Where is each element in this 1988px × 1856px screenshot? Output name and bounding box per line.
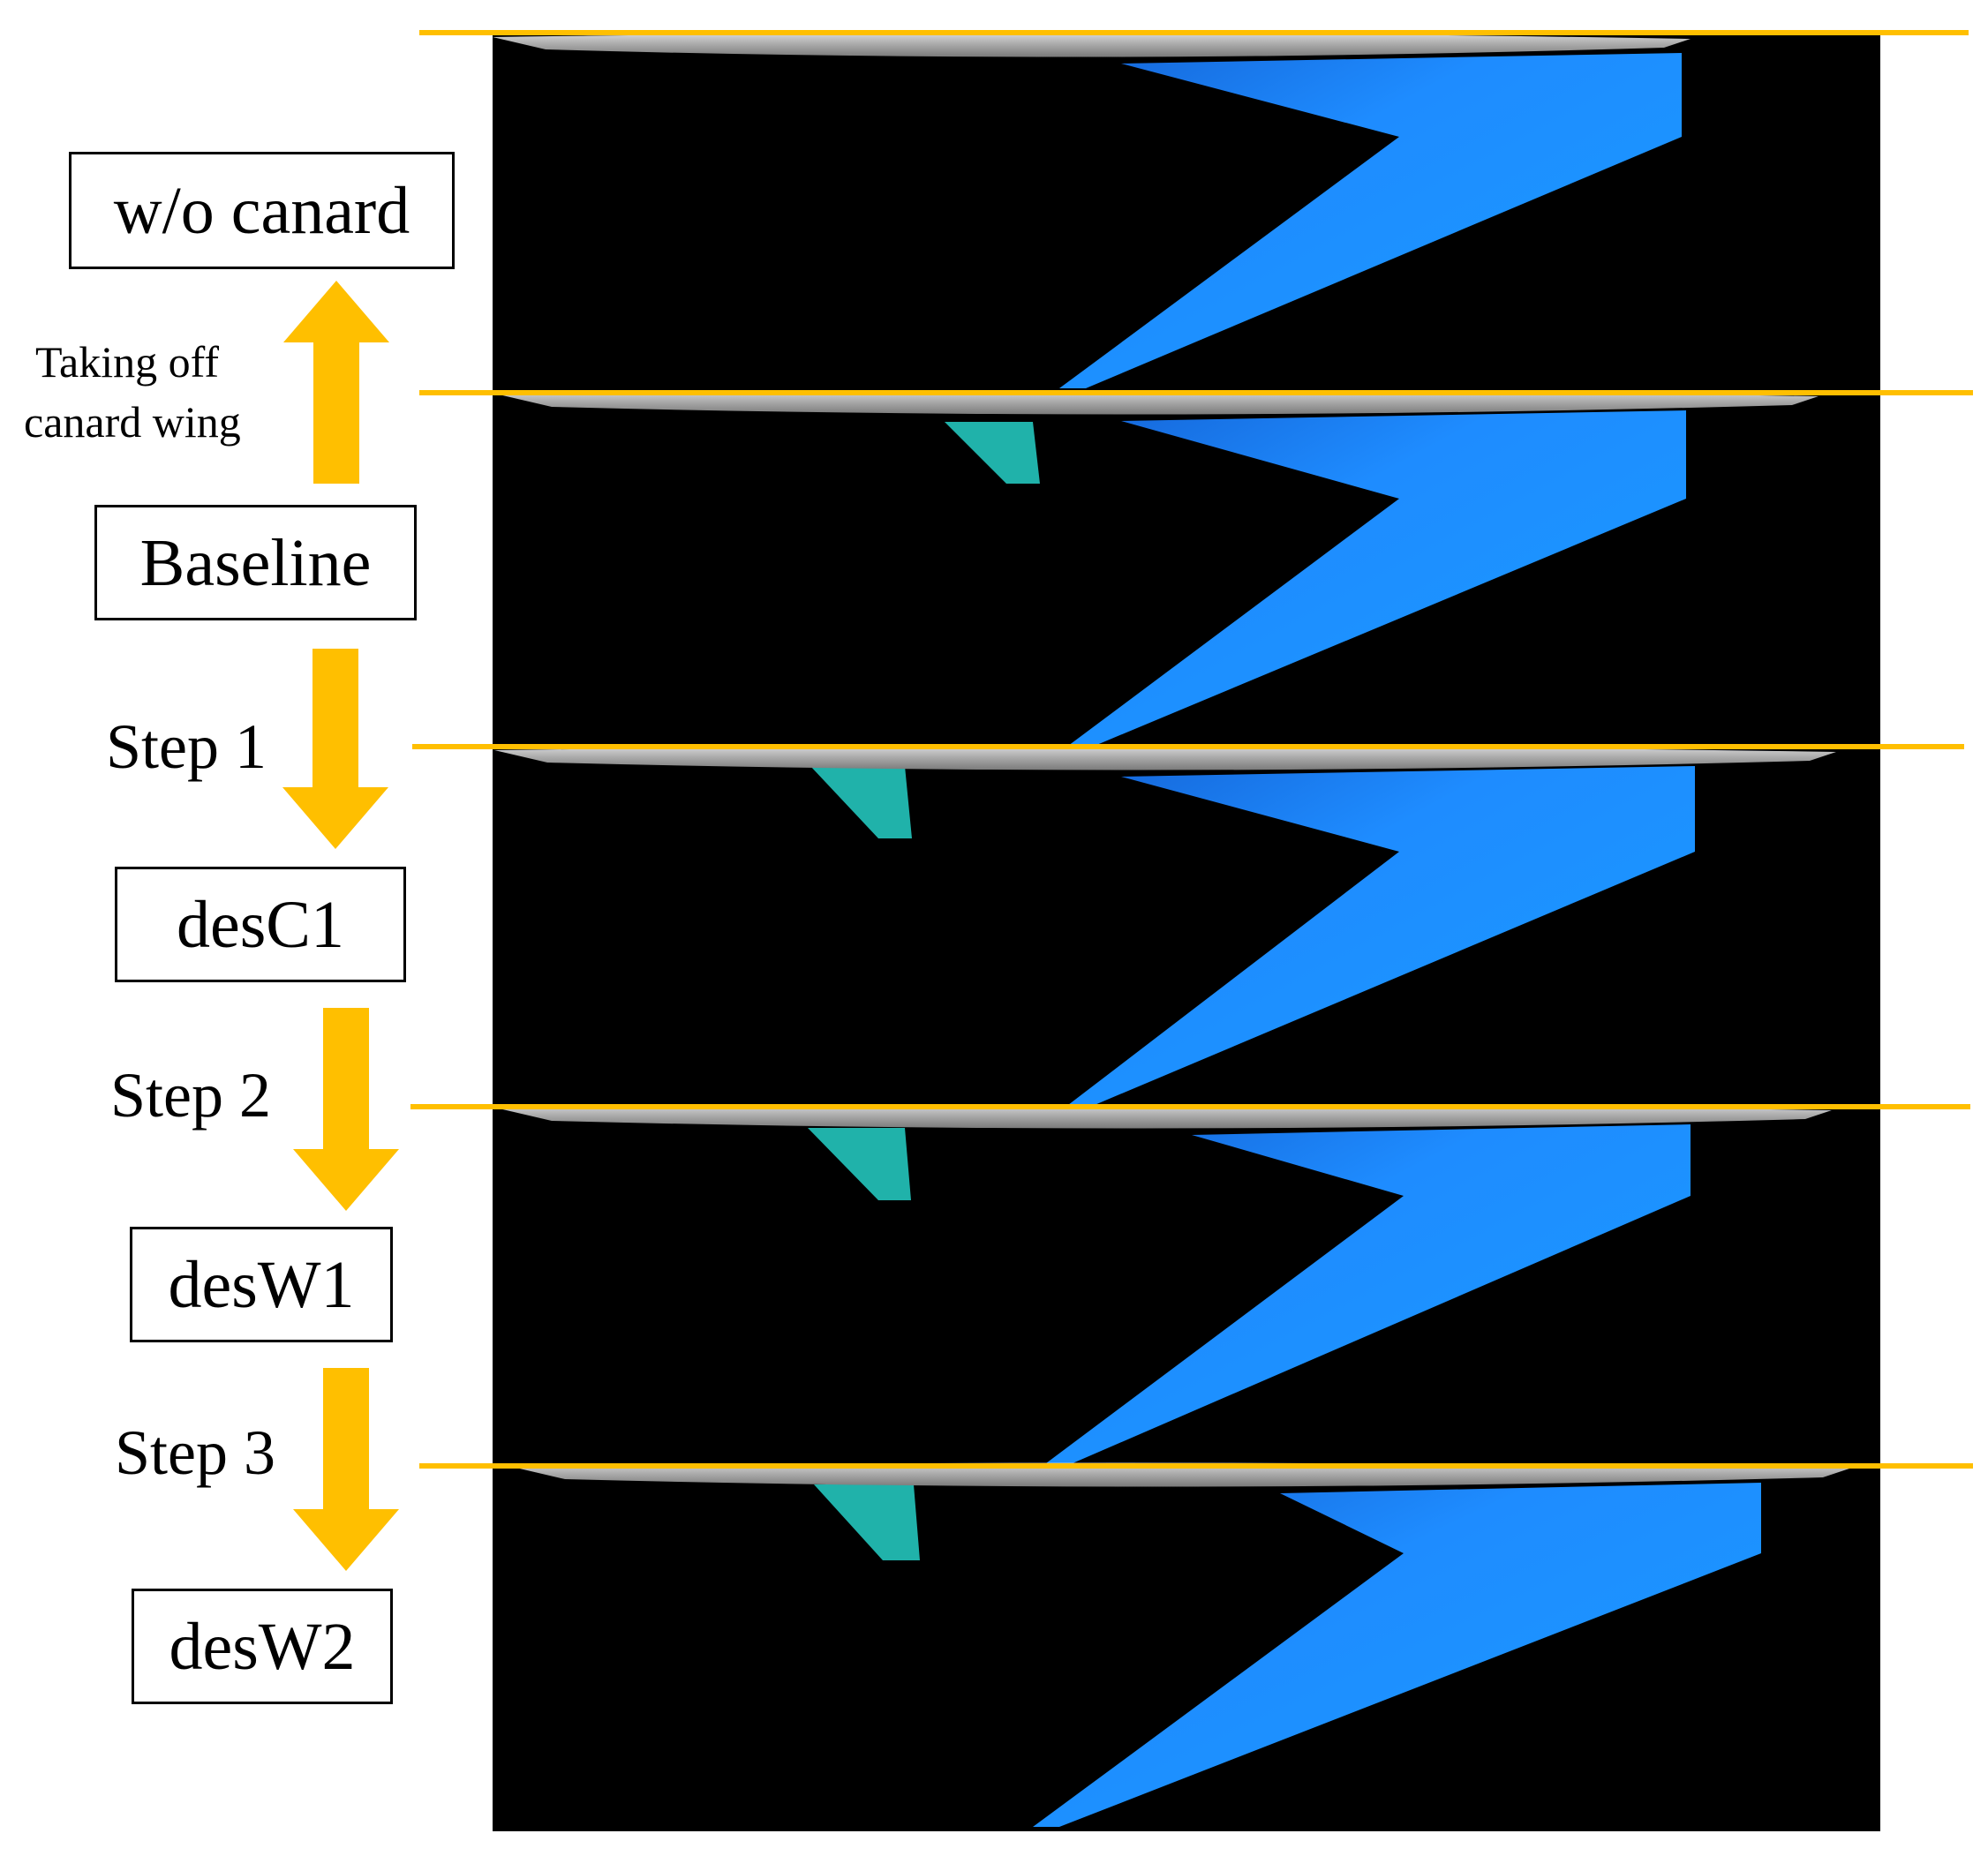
- config-label-desw2: desW2: [169, 1609, 356, 1684]
- config-label-baseline: Baseline: [139, 525, 372, 600]
- fuselage: [512, 1462, 1849, 1487]
- arrow-group: [282, 281, 399, 1571]
- transition-label-step-3: Step 3: [115, 1417, 276, 1488]
- fuselage: [493, 33, 1691, 57]
- canard-wing: [814, 1484, 920, 1560]
- fuselage: [494, 746, 1836, 770]
- arrow-down-icon: [293, 1368, 399, 1571]
- arrow-down-icon: [282, 649, 388, 849]
- arrow-up-icon: [283, 281, 389, 484]
- fuselage: [499, 1104, 1832, 1129]
- accent-line-group: [410, 30, 1973, 1469]
- planform-desc1: [494, 746, 1836, 1105]
- planform-desw2: [512, 1462, 1849, 1827]
- planform-w-o-canard: [493, 33, 1691, 388]
- config-box-desc1: desC1: [115, 867, 406, 982]
- transition-label-step-2: Step 2: [110, 1060, 272, 1131]
- config-label-desc1: desC1: [177, 887, 344, 962]
- main-wing: [1059, 53, 1682, 388]
- config-box-desw2: desW2: [132, 1589, 393, 1704]
- arrow-down-icon: [293, 1008, 399, 1211]
- main-wing: [1068, 410, 1686, 746]
- main-wing: [1033, 1483, 1761, 1827]
- transition-label-taking-off-line2: canard wing: [24, 397, 241, 447]
- planform-group: [493, 33, 1849, 1827]
- canard-wing: [810, 766, 912, 838]
- transition-label-step-1: Step 1: [106, 711, 267, 782]
- config-box-wo-canard: w/o canard: [69, 152, 455, 269]
- config-box-baseline: Baseline: [94, 505, 417, 620]
- config-label-desw1: desW1: [168, 1247, 355, 1322]
- main-wing: [1068, 766, 1695, 1105]
- config-label-wo-canard: w/o canard: [113, 173, 410, 248]
- fuselage: [499, 390, 1819, 415]
- planform-baseline: [499, 390, 1819, 746]
- canard-wing: [808, 1128, 911, 1200]
- config-box-desw1: desW1: [130, 1227, 393, 1342]
- planform-desw1: [499, 1104, 1832, 1463]
- canard-wing: [945, 422, 1040, 484]
- main-wing: [1046, 1124, 1691, 1463]
- transition-label-taking-off-line1: Taking off: [35, 337, 220, 387]
